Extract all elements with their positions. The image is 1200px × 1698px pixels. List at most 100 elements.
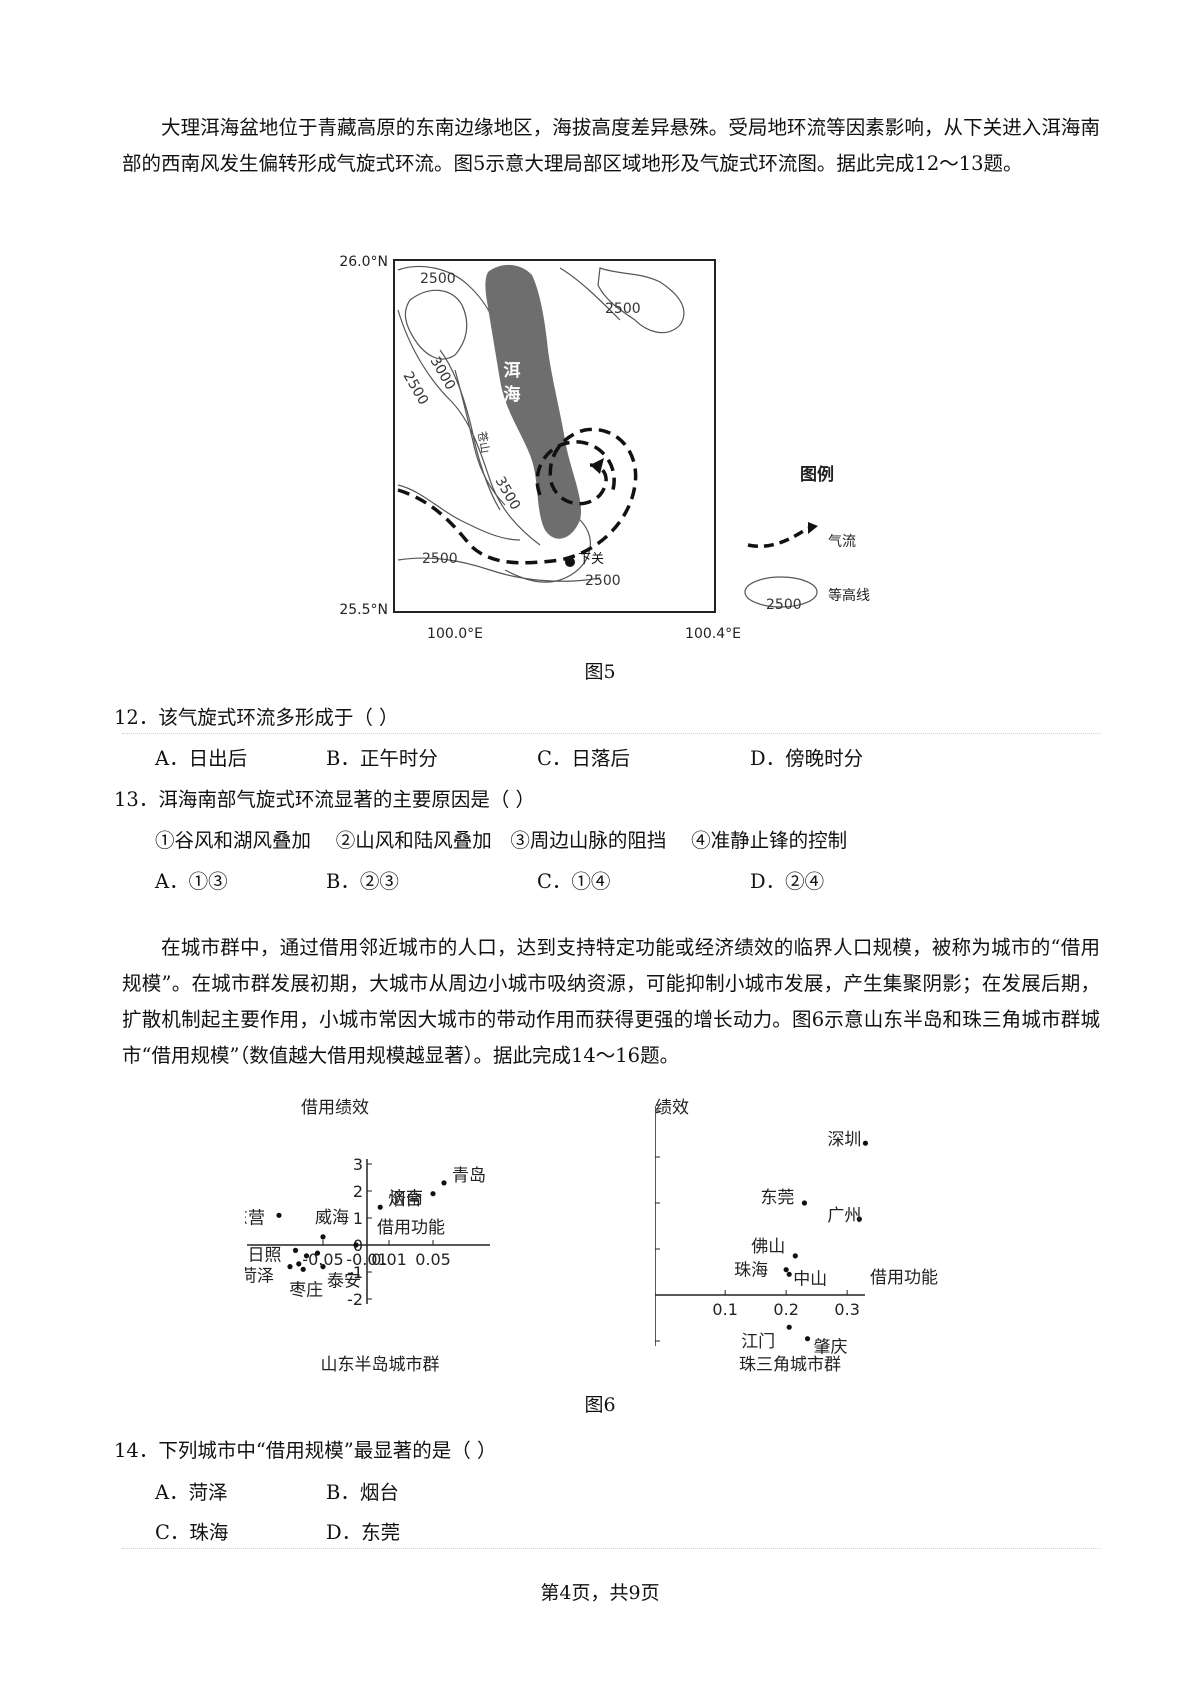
legend-contour-value: 2500 [766, 597, 802, 613]
latitude-bottom-label: 25.5°N [339, 602, 388, 618]
q13-option-b[interactable]: B．②③ [326, 870, 399, 893]
airflow-arrowhead [590, 458, 604, 474]
chart-title: 山东半岛城市群 [321, 1355, 440, 1375]
data-point [292, 1247, 299, 1253]
data-point [441, 1180, 447, 1186]
data-point [377, 1204, 383, 1210]
figure-5-caption: 图5 [584, 661, 616, 683]
page-footer: 第4页，共9页 [540, 1582, 660, 1604]
q13-statements: ①谷风和湖风叠加 ②山风和陆风叠加 ③周边山脉的阻挡 ④准静止锋的控制 [155, 829, 848, 852]
y-tick-label: 3 [353, 1155, 363, 1174]
x-tick-label: 0.01 [371, 1250, 407, 1269]
lake-label-line2: 海 [504, 384, 521, 405]
xiaguan-point [565, 557, 575, 567]
data-point [320, 1264, 326, 1270]
data-point [862, 1140, 869, 1146]
intro-paragraph-2: 在城市群中，通过借用邻近城市的人口，达到支持特定功能或经济绩效的临界人口规模，被… [122, 936, 1100, 1067]
contour-label: 2500 [585, 573, 621, 589]
y-tick-label: 2 [353, 1182, 363, 1201]
erhai-lake-shape [485, 264, 582, 539]
q14-option-b[interactable]: B．烟台 [326, 1481, 399, 1504]
figure-5-map: 洱 海 2500 2500 3000 2500 3500 2500 2500 苍… [339, 254, 870, 642]
legend-contour-icon [744, 576, 818, 608]
latitude-top-label: 26.0°N [339, 254, 388, 270]
intro-paragraph-1: 大理洱海盆地位于青藏高原的东南边缘地区，海拔高度差异悬殊。受局地环流等因素影响，… [122, 116, 1100, 175]
data-point [314, 1250, 321, 1256]
q14-option-c[interactable]: C．珠海 [155, 1521, 229, 1544]
q13-stem: 13．洱海南部气旋式环流显著的主要原因是（ ） [114, 788, 536, 811]
q13-option-d[interactable]: D．②④ [750, 870, 825, 893]
city-label: 下关 [578, 552, 604, 567]
prd-scatter-chart: 86420-20.10.20.3借用绩效借用功能珠三角城市群深圳东莞广州佛山珠海… [655, 1098, 938, 1375]
point-label: 深圳 [827, 1130, 861, 1150]
point-label: 青岛 [452, 1166, 486, 1186]
point-label: 东莞 [760, 1188, 794, 1208]
point-label: 东营 [245, 1208, 265, 1228]
legend-airflow-label: 气流 [828, 534, 856, 550]
q13-option-a[interactable]: A．①③ [155, 870, 228, 893]
legend-contour-label: 等高线 [828, 587, 870, 604]
data-point [353, 1242, 359, 1248]
x-axis-label: 借用功能 [377, 1218, 445, 1238]
q12-stem: 12．该气旋式环流多形成于（ ） [114, 706, 399, 729]
q14-option-a[interactable]: A．菏泽 [155, 1481, 228, 1504]
contour-label: 2500 [420, 271, 456, 287]
contour-lines [397, 265, 685, 583]
point-label: 枣庄 [289, 1280, 323, 1300]
legend-airflow-icon [747, 526, 809, 549]
contour-label: 2500 [605, 301, 641, 317]
longitude-left-label: 100.0°E [427, 626, 483, 642]
shandong-scatter-chart: 3210-1-2-0.05-0.010.010.05借用绩效借用功能山东半岛城市… [245, 1098, 490, 1375]
x-tick-label: 0.2 [773, 1300, 798, 1319]
point-label: 江门 [741, 1332, 775, 1352]
point-label: 日照 [248, 1245, 282, 1265]
q14-option-d[interactable]: D．东莞 [326, 1521, 401, 1544]
data-point [786, 1271, 792, 1277]
data-point [287, 1264, 293, 1270]
data-point [303, 1253, 310, 1259]
data-point [804, 1336, 811, 1342]
point-label: 济南 [389, 1189, 423, 1209]
y-tick-label: -2 [347, 1290, 363, 1309]
y-tick-label: -1 [347, 1263, 363, 1282]
y-axis-label: 借用绩效 [655, 1098, 689, 1118]
data-point [801, 1200, 808, 1206]
data-point [783, 1267, 789, 1273]
q13-option-c[interactable]: C．①④ [537, 870, 611, 893]
x-tick-label: 0.1 [712, 1300, 737, 1319]
q12-option-a[interactable]: A．日出后 [155, 747, 248, 770]
data-point [792, 1253, 798, 1259]
legend-title: 图例 [800, 464, 834, 485]
data-point [320, 1234, 326, 1240]
mountain-label: 苍山 [475, 430, 492, 454]
point-label: 肇庆 [814, 1338, 848, 1358]
point-label: 泰安 [327, 1272, 361, 1292]
point-label: 烟台 [388, 1190, 422, 1210]
data-point [300, 1266, 306, 1272]
point-label: 广州 [827, 1206, 861, 1226]
x-tick-label: -0.05 [302, 1250, 343, 1269]
lake-label-line1: 洱 [504, 360, 521, 381]
y-axis-label: 借用绩效 [301, 1098, 369, 1118]
x-tick-label: 0.05 [415, 1250, 451, 1269]
x-axis-label: 借用功能 [870, 1268, 938, 1288]
q12-option-b[interactable]: B．正午时分 [326, 747, 438, 770]
data-point [786, 1324, 792, 1330]
q14-stem: 14．下列城市中“借用规模”最显著的是（ ） [114, 1439, 497, 1462]
figure-6-caption: 图6 [584, 1394, 616, 1416]
longitude-right-label: 100.4°E [685, 626, 741, 642]
q12-option-c[interactable]: C．日落后 [537, 747, 630, 770]
q12-option-d[interactable]: D．傍晚时分 [750, 747, 864, 770]
point-label: 佛山 [751, 1237, 785, 1257]
x-tick-label: 0.3 [834, 1300, 859, 1319]
data-point [276, 1212, 282, 1218]
point-label: 珠海 [734, 1261, 768, 1281]
x-tick-label: -0.01 [346, 1250, 387, 1269]
point-label: 中山 [793, 1269, 827, 1289]
chart-title: 珠三角城市群 [739, 1355, 841, 1375]
contour-label: 2500 [422, 551, 458, 567]
data-point [296, 1261, 302, 1267]
point-label: 威海 [315, 1208, 349, 1228]
data-point [430, 1191, 436, 1197]
y-tick-label: 1 [353, 1209, 363, 1228]
